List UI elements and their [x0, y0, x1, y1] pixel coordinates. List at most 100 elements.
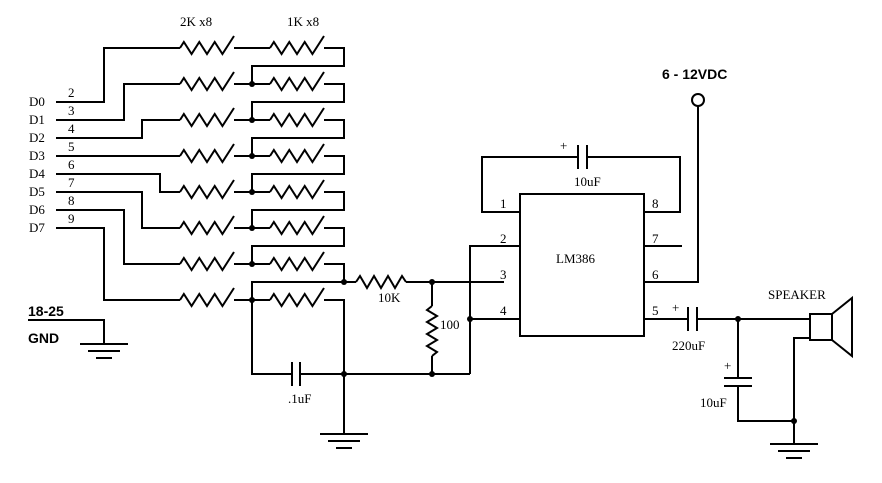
gain-loop-wire-right — [587, 156, 681, 213]
resistor-100-label: 100 — [440, 317, 460, 332]
chip-pin-6: 6 — [652, 267, 659, 282]
junction-dot-speaker-ground — [791, 418, 797, 424]
gnd-label: GND — [28, 330, 59, 346]
junction-dot-ladder-out — [341, 279, 347, 285]
resistor-1k-d2 — [269, 107, 325, 128]
pin-number-d0: 2 — [68, 85, 75, 100]
input-lead-d5 — [56, 191, 180, 229]
junction-dot-output — [735, 316, 741, 322]
junction-dot-pin4 — [467, 316, 473, 322]
gain-loop-wire — [481, 156, 578, 213]
input-lead-d7 — [56, 227, 180, 301]
ladder-bracket-d7 — [324, 299, 345, 374]
resistor-2k-d1 — [179, 71, 235, 92]
lm386-chip — [519, 193, 645, 337]
label-1k-resistors: 1K x8 — [287, 14, 319, 29]
resistor-2k-d3 — [179, 143, 235, 164]
chip-pin-7: 7 — [652, 231, 659, 246]
bypass-cap-wire-bottom — [737, 386, 794, 422]
output-cap-plus: + — [672, 300, 679, 315]
filter-capacitor — [291, 362, 301, 386]
resistor-2k-d6 — [179, 251, 235, 272]
gain-cap-plus: + — [560, 138, 567, 153]
chip-pin-8: 8 — [652, 196, 659, 211]
ladder-bracket-d5 — [251, 227, 345, 264]
input-lead-d6 — [56, 209, 180, 265]
junction-dot-r100-bottom — [429, 371, 435, 377]
resistor-2k-d7 — [179, 287, 235, 308]
resistor-1k-d0 — [269, 35, 325, 56]
input-label-d1: D1 — [29, 112, 45, 127]
input-lead-d2 — [56, 119, 180, 139]
bypass-cap-plus: + — [724, 358, 731, 373]
supply-label: 6 - 12VDC — [662, 66, 727, 82]
input-labels: D0 D1 D2 D3 D4 D5 D6 D7 — [29, 94, 45, 235]
filter-cap-label: .1uF — [288, 391, 311, 406]
resistor-1k-d3 — [269, 143, 325, 164]
input-lead-d0 — [56, 47, 180, 103]
input-label-d5: D5 — [29, 184, 45, 199]
ground-symbol-input — [80, 343, 128, 359]
input-label-d3: D3 — [29, 148, 45, 163]
gnd-voltage-label: 18-25 — [28, 303, 64, 319]
pin-number-d5: 7 — [68, 175, 75, 190]
resistor-1k-d7 — [269, 287, 325, 308]
output-capacitor — [687, 307, 698, 331]
resistor-2k-d0 — [179, 35, 235, 56]
ladder-bracket-d0 — [251, 47, 345, 84]
ladder-bracket-d1 — [251, 83, 345, 120]
filter-cap-wire-left — [251, 302, 292, 375]
chip-pin-5: 5 — [652, 303, 659, 318]
speaker-label: SPEAKER — [768, 287, 826, 302]
junction-dots — [341, 279, 797, 424]
resistor-2k-d2 — [179, 107, 235, 128]
pin-number-d7: 9 — [68, 211, 75, 226]
speaker-return-wire — [793, 337, 810, 444]
ladder-output-tap — [251, 281, 344, 300]
resistor-1k-d5 — [269, 215, 325, 236]
input-label-d6: D6 — [29, 202, 45, 217]
junction-dot-ladder-ground — [341, 371, 347, 377]
output-cap-label: 220uF — [672, 338, 705, 353]
resistor-2k-d4 — [179, 179, 235, 200]
ladder-bracket-d3 — [251, 155, 345, 192]
ladder-bracket-d4 — [251, 191, 345, 228]
input-lead-d4 — [56, 173, 180, 193]
pin-number-d4: 6 — [68, 157, 75, 172]
input-lead-d1 — [56, 83, 180, 121]
resistor-10k — [355, 274, 407, 290]
input-label-d2: D2 — [29, 130, 45, 145]
resistor-100 — [425, 305, 439, 357]
input-label-d7: D7 — [29, 220, 45, 235]
junction-dot-r100-top — [429, 279, 435, 285]
r2r-ladder — [56, 35, 345, 374]
speaker-icon — [809, 295, 853, 359]
chip-pin-1: 1 — [500, 196, 507, 211]
resistor-10k-label: 10K — [378, 290, 401, 305]
chip-pin-4: 4 — [500, 303, 507, 318]
bypass-cap-label: 10uF — [700, 395, 727, 410]
resistor-1k-d4 — [269, 179, 325, 200]
input-label-d4: D4 — [29, 166, 45, 181]
pin-number-d2: 4 — [68, 121, 75, 136]
pin4-pin2-ground-wire — [469, 245, 520, 374]
pin-number-d3: 5 — [68, 139, 75, 154]
label-2k-resistors: 2K x8 — [180, 14, 212, 29]
supply-terminal — [691, 93, 705, 107]
gain-capacitor — [577, 145, 588, 169]
gain-cap-label: 10uF — [574, 174, 601, 189]
bypass-capacitor — [724, 377, 752, 387]
gnd-input-wire — [28, 319, 105, 344]
resistor-2k-d5 — [179, 215, 235, 236]
resistor-1k-d6 — [269, 251, 325, 272]
input-pin-numbers: 2 3 4 5 6 7 8 9 — [68, 85, 75, 226]
chip-pin-2: 2 — [500, 231, 507, 246]
chip-pin-3: 3 — [500, 267, 507, 282]
supply-wire — [644, 106, 699, 283]
chip-name: LM386 — [556, 251, 596, 266]
ground-symbol-output — [770, 443, 818, 459]
pin-number-d1: 3 — [68, 103, 75, 118]
pin-number-d6: 8 — [68, 193, 75, 208]
ground-symbol-ladder — [320, 433, 368, 449]
